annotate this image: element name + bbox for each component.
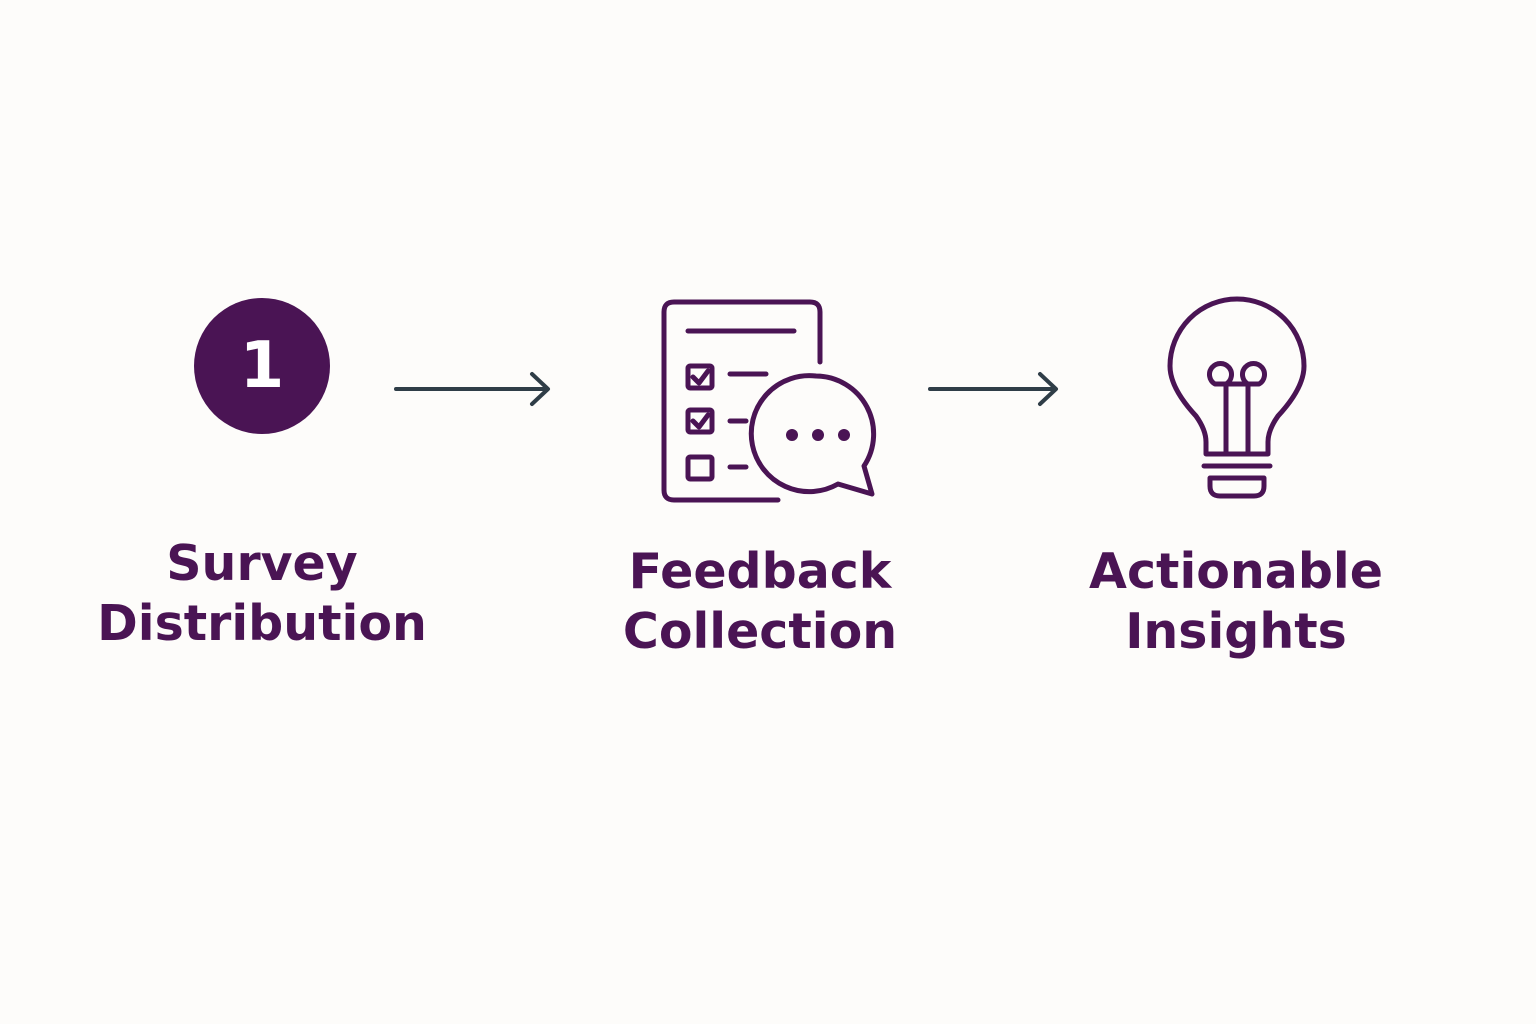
- step-label-line: Distribution: [97, 595, 427, 652]
- right-arrow-icon: [390, 368, 560, 410]
- step-label-line: Collection: [622, 603, 898, 660]
- step-label-actionable-insights: Actionable Insights: [1026, 542, 1446, 662]
- step-label-line: Survey: [166, 535, 358, 592]
- step-label-line: Insights: [1125, 603, 1347, 660]
- step-number: 1: [239, 329, 285, 403]
- step-number-badge: 1: [194, 298, 330, 434]
- step-label-feedback-collection: Feedback Collection: [550, 542, 970, 662]
- step-label-line: Actionable: [1089, 543, 1383, 600]
- step-label-survey-distribution: Survey Distribution: [52, 534, 472, 654]
- checklist-chat-icon: [650, 290, 890, 510]
- step-label-line: Feedback: [628, 543, 892, 600]
- lightbulb-icon: [1160, 292, 1314, 504]
- right-arrow-icon: [924, 368, 1068, 410]
